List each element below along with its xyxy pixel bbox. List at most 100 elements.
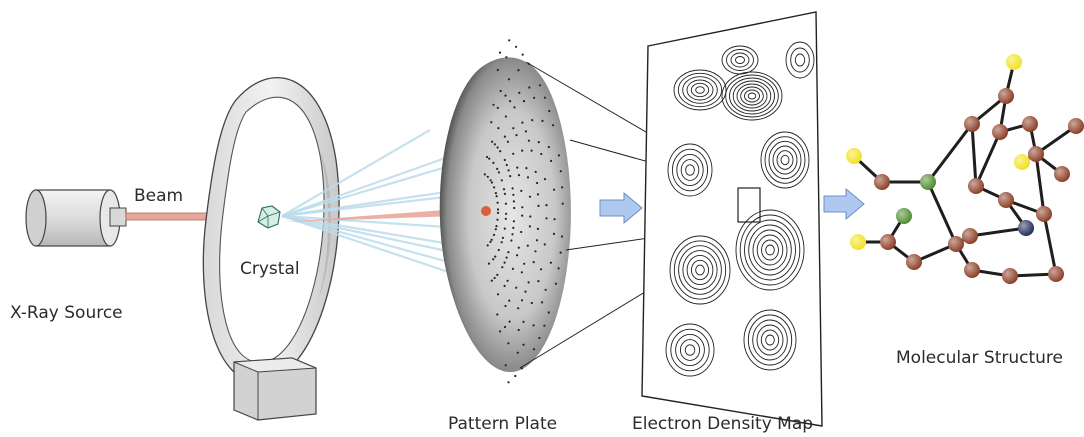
diffraction-spot [505,115,507,117]
diffraction-spot [495,228,497,230]
diffraction-spot [521,271,523,273]
molecule-atom-highlight [998,192,1014,208]
diffraction-spot [507,342,509,344]
molecule-atom-highlight [874,174,890,190]
diffraction-spot [537,280,539,282]
molecule-bond [928,182,956,244]
diffraction-spot [491,239,493,241]
electron-density-map [642,12,822,426]
diffraction-spot [508,300,510,302]
molecule-atom-highlight [906,254,922,270]
diffraction-spot [513,207,515,209]
diffraction-spot [554,218,556,220]
diffraction-spot [515,46,517,48]
diffraction-spot [512,268,514,270]
diffraction-spot [545,217,547,219]
diffraction-spot [487,244,489,246]
diffraction-spot [561,186,563,188]
diffraction-spot [489,241,491,243]
diffraction-spot [484,173,486,175]
diffraction-spot [505,56,507,58]
diffraction-spot [517,69,519,71]
diffraction-spot [524,291,526,293]
diffraction-spot [501,241,503,243]
molecule-bond [1044,214,1056,274]
label-beam: Beam [134,186,183,206]
diffraction-spot [505,364,507,366]
diffraction-spot [508,39,510,41]
diffraction-spot [496,195,498,197]
diffraction-spot [560,170,562,172]
diffraction-spot [494,277,496,279]
diffraction-spot [518,329,520,331]
molecule-atom-highlight [1036,206,1052,222]
label-molecular-structure: Molecular Structure [896,348,1063,368]
molecule-atom-highlight [962,228,978,244]
diffraction-spot [548,146,550,148]
diffraction-spot [498,171,500,173]
diffraction-spot [509,100,511,102]
diffraction-spot [522,344,524,346]
diffraction-spot [528,86,530,88]
diffraction-spot [497,146,499,148]
molecule-atom-highlight [964,116,980,132]
diffraction-spot [533,261,535,263]
diffraction-spot [522,54,524,56]
diffraction-spot [506,257,508,259]
diffraction-spot [496,219,498,221]
molecule-atom-highlight [1022,116,1038,132]
diffraction-spot [560,252,562,254]
molecule-atom-highlight [920,174,936,190]
diffraction-spot [548,110,550,112]
diffraction-spot [507,280,509,282]
diffraction-spot [490,179,492,181]
diffraction-spot [537,228,539,230]
diffraction-spot [497,127,499,129]
molecule-atom-highlight [1006,54,1022,70]
diffraction-spot [518,174,520,176]
diffraction-spot [521,299,523,301]
diffraction-spot [506,164,508,166]
diffraction-spot [558,267,560,269]
diffraction-spot [545,289,547,291]
diffraction-spot [548,311,550,313]
label-electron-density-map: Electron Density Map [632,414,813,434]
diffraction-spot [504,228,506,230]
diffraction-spot [523,100,525,102]
diffraction-spot [539,84,541,86]
diffraction-spot [504,305,506,307]
diffraction-spot [488,158,490,160]
diffraction-spot [504,136,506,138]
molecule-bond [976,132,1000,186]
diffraction-spot [538,141,540,143]
diffraction-spot [511,187,513,189]
diffraction-spot [529,225,531,227]
diffraction-spot [493,234,495,236]
diffraction-spot [513,200,515,202]
molecule-atom-highlight [992,124,1008,140]
diffraction-spot [552,124,554,126]
diffraction-spot [513,106,515,108]
diffraction-spot [487,176,489,178]
diffraction-spot [518,92,520,94]
diffraction-spot [531,150,533,152]
molecule-atom-highlight [896,208,912,224]
diffraction-spot [505,218,507,220]
diffraction-spot [491,181,493,183]
diffraction-spot [543,325,545,327]
diffraction-spot [492,162,494,164]
diffraction-spot [521,206,523,208]
diffraction-spot [541,120,543,122]
diffraction-spot [488,263,490,265]
diffraction-spot [497,69,499,71]
diffraction-spot [509,175,511,177]
diffraction-spot [535,171,537,173]
diffraction-spot [521,150,523,152]
diffraction-spot [518,247,520,249]
diffraction-spot [517,352,519,354]
diffraction-spot [537,193,539,195]
molecule-bond [928,124,972,182]
diffraction-spot [520,190,522,192]
diffraction-spot [493,186,495,188]
diffraction-spot [507,381,509,383]
